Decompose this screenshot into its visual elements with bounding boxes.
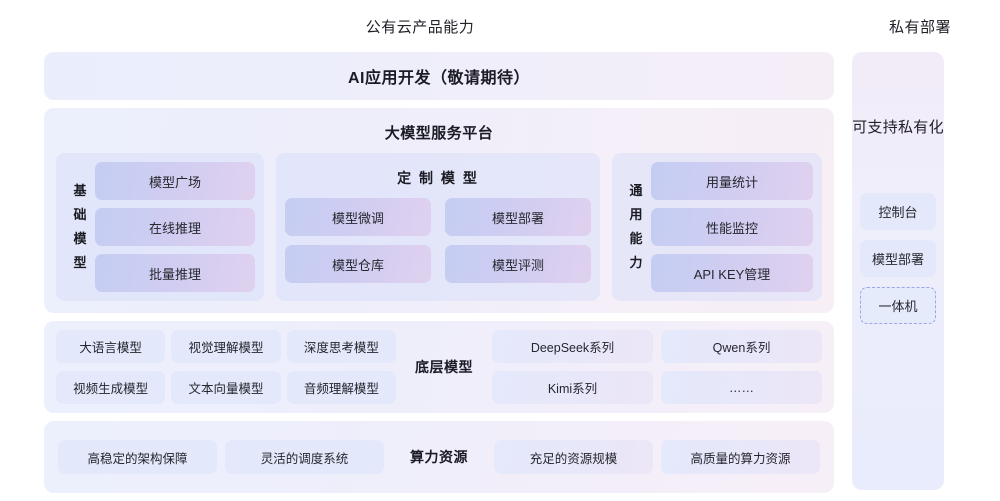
chip-text-embedding-model[interactable]: 文本向量模型 (171, 371, 281, 404)
common-capabilities-label-char-3: 力 (629, 255, 643, 271)
foundation-models-title: 底层模型 (415, 359, 473, 375)
chip-qwen-series[interactable]: Qwen系列 (661, 330, 822, 363)
public-cloud-header: 公有云产品能力 (365, 19, 475, 36)
chip-model-finetune[interactable]: 模型微调 (285, 198, 431, 236)
architecture-diagram: AI应用开发（敬请期待） 大模型服务平台 基 础 模 型 模型广场 在线推理 (0, 52, 1000, 493)
chip-model-deploy[interactable]: 模型部署 (445, 198, 591, 236)
column-headers: 公有云产品能力 私有部署 (0, 16, 1000, 42)
chip-kimi-series[interactable]: Kimi系列 (492, 371, 653, 404)
compute-resources-title: 算力资源 (410, 449, 468, 465)
chip-model-plaza[interactable]: 模型广场 (95, 162, 255, 200)
model-service-platform-title: 大模型服务平台 (384, 125, 494, 142)
chip-console[interactable]: 控制台 (860, 193, 936, 230)
chip-vision-understanding-model[interactable]: 视觉理解模型 (171, 330, 281, 363)
chip-llm[interactable]: 大语言模型 (56, 330, 166, 363)
custom-models-pane: 定 制 模 型 模型微调 模型部署 模型仓库 模型评测 (276, 153, 600, 301)
ai-application-layer[interactable]: AI应用开发（敬请期待） (44, 52, 834, 100)
chip-performance-monitoring[interactable]: 性能监控 (651, 208, 813, 246)
chip-model-repository[interactable]: 模型仓库 (285, 245, 431, 283)
chip-ample-resource-scale[interactable]: 充足的资源规模 (494, 440, 653, 474)
chip-flexible-scheduling[interactable]: 灵活的调度系统 (225, 440, 384, 474)
chip-audio-understanding-model[interactable]: 音频理解模型 (286, 371, 396, 404)
base-models-label-char-2: 模 (73, 231, 87, 246)
chip-deepseek-series[interactable]: DeepSeek系列 (492, 330, 653, 363)
private-deployment-column: 可支持私有化 控制台 模型部署 一体机 (852, 52, 944, 490)
chip-online-inference[interactable]: 在线推理 (95, 208, 255, 246)
chip-all-in-one-machine[interactable]: 一体机 (860, 287, 936, 324)
base-models-vertical-label: 基 础 模 型 (65, 179, 95, 275)
foundation-series-chips: DeepSeek系列 Qwen系列 Kimi系列 …… (492, 330, 822, 404)
chip-private-model-deploy[interactable]: 模型部署 (860, 240, 936, 277)
common-capabilities-label-char-0: 通 (629, 182, 643, 198)
chip-more-series[interactable]: …… (661, 371, 822, 404)
public-cloud-column: AI应用开发（敬请期待） 大模型服务平台 基 础 模 型 模型广场 在线推理 (44, 52, 834, 493)
common-capabilities-chip-stack: 用量统计 性能监控 API KEY管理 (651, 162, 813, 292)
model-service-platform: 大模型服务平台 基 础 模 型 模型广场 在线推理 批量推理 (44, 108, 834, 313)
base-models-chip-stack: 模型广场 在线推理 批量推理 (95, 162, 255, 292)
chip-video-generation-model[interactable]: 视频生成模型 (56, 371, 166, 404)
common-capabilities-label-char-1: 用 (629, 206, 643, 222)
foundation-capability-chips: 大语言模型 视觉理解模型 深度思考模型 视频生成模型 文本向量模型 音频理解模型 (56, 330, 396, 404)
chip-batch-inference[interactable]: 批量推理 (95, 254, 255, 292)
common-capabilities-label-char-2: 能 (629, 231, 643, 246)
chip-deep-thinking-model[interactable]: 深度思考模型 (286, 330, 396, 363)
platform-panes-row: 基 础 模 型 模型广场 在线推理 批量推理 定 制 模 型 模型微 (56, 153, 822, 301)
base-models-label-char-3: 型 (73, 255, 87, 271)
compute-resources-layer: 高稳定的架构保障 灵活的调度系统 算力资源 充足的资源规模 高质量的算力资源 (44, 421, 834, 493)
chip-api-key-management[interactable]: API KEY管理 (651, 254, 813, 292)
private-deployment-items: 控制台 模型部署 一体机 (860, 193, 936, 324)
custom-models-chip-grid: 模型微调 模型部署 模型仓库 模型评测 (285, 198, 591, 283)
common-capabilities-vertical-label: 通 用 能 力 (621, 179, 651, 275)
chip-usage-statistics[interactable]: 用量统计 (651, 162, 813, 200)
private-deploy-header: 私有部署 (888, 19, 951, 36)
base-models-label-char-0: 基 (73, 182, 87, 198)
chip-model-evaluation[interactable]: 模型评测 (445, 245, 591, 283)
custom-models-title: 定 制 模 型 (397, 170, 479, 186)
private-deployment-title: 可支持私有化 (852, 119, 944, 136)
chip-stable-architecture[interactable]: 高稳定的架构保障 (58, 440, 217, 474)
chip-high-quality-compute[interactable]: 高质量的算力资源 (661, 440, 820, 474)
base-models-label-char-1: 础 (73, 206, 87, 222)
foundation-models-layer: 大语言模型 视觉理解模型 深度思考模型 视频生成模型 文本向量模型 音频理解模型… (44, 321, 834, 413)
common-capabilities-pane: 通 用 能 力 用量统计 性能监控 API KEY管理 (612, 153, 822, 301)
base-models-pane: 基 础 模 型 模型广场 在线推理 批量推理 (56, 153, 264, 301)
ai-application-layer-title: AI应用开发（敬请期待） (347, 70, 530, 87)
